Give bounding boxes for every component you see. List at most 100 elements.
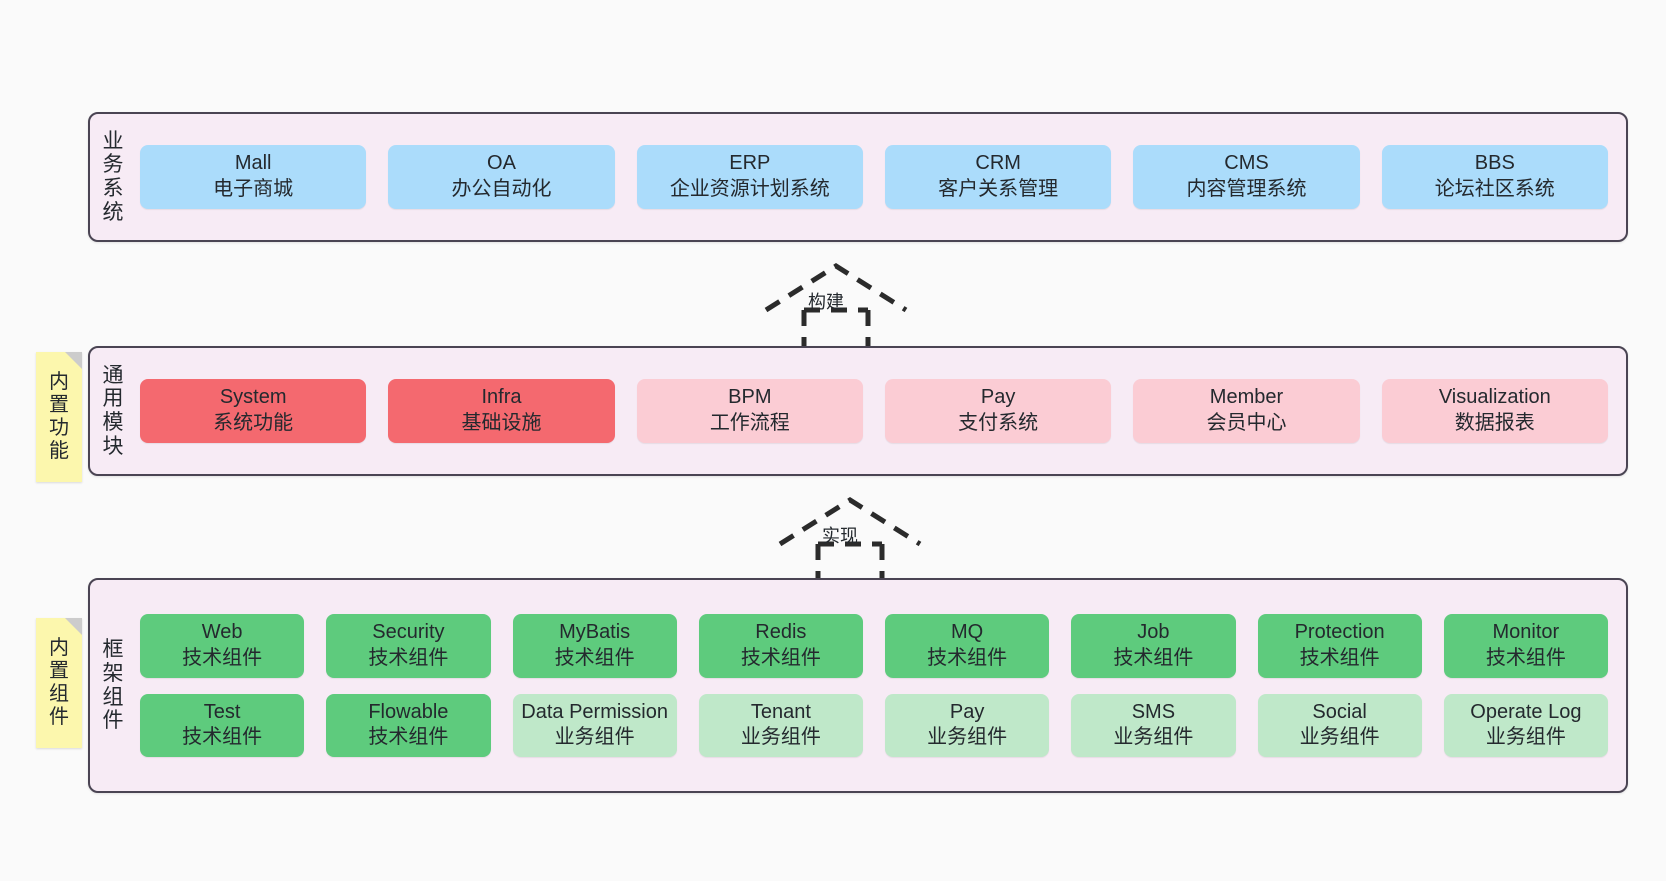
module-card-cms[interactable]: CMS 内容管理系统 xyxy=(1133,145,1360,209)
component-card-en: MyBatis xyxy=(559,621,631,644)
component-card-tenant[interactable]: Tenant 业务组件 xyxy=(698,693,863,757)
layer-title-char: 系 xyxy=(102,177,124,200)
component-card-en: Tenant xyxy=(750,700,811,723)
module-card-cn: 工作流程 xyxy=(709,412,790,434)
component-card-cn: 技术组件 xyxy=(1299,646,1380,669)
component-card-web[interactable]: Web 技术组件 xyxy=(140,614,305,678)
component-card-cn: 业务组件 xyxy=(1113,726,1194,749)
connector-implement: 实现 xyxy=(770,492,930,582)
module-card-en: CRM xyxy=(975,152,1021,175)
component-card-job[interactable]: Job 技术组件 xyxy=(1071,614,1236,678)
module-card-cn: 电子商城 xyxy=(213,178,294,200)
component-card-cn: 业务组件 xyxy=(554,726,635,749)
module-card-crm[interactable]: CRM 客户关系管理 xyxy=(884,145,1112,209)
layer-business-system: 业 务 系 统 Mall 电子商城 OA 办公自动化 ERP 企业资源计划系统 xyxy=(88,112,1628,242)
component-card-en: Data Permission xyxy=(521,700,668,723)
component-card-cn: 技术组件 xyxy=(368,646,449,669)
layer-title-framework-component: 框 架 组 件 xyxy=(90,580,136,791)
layer-title-char: 块 xyxy=(102,434,124,458)
component-card-cn: 技术组件 xyxy=(927,646,1008,669)
module-card-cn: 数据报表 xyxy=(1454,412,1535,434)
component-card-cn: 技术组件 xyxy=(368,726,449,749)
module-card-en: Visualization xyxy=(1438,386,1551,409)
note-char: 内 xyxy=(49,636,69,659)
component-card-test[interactable]: Test 技术组件 xyxy=(140,693,305,757)
component-card-mq[interactable]: MQ 技术组件 xyxy=(885,614,1050,678)
module-card-erp[interactable]: ERP 企业资源计划系统 xyxy=(636,145,863,209)
module-row: System 系统功能 Infra 基础设施 BPM 工作流程 Pay 支付系统… xyxy=(140,379,1608,443)
component-card-cn: 技术组件 xyxy=(1113,646,1194,669)
connector-build: 构建 xyxy=(756,258,916,348)
module-card-cn: 系统功能 xyxy=(213,412,294,434)
module-card-en: BPM xyxy=(728,386,772,409)
component-card-cn: 技术组件 xyxy=(554,646,635,669)
module-card-cn: 基础设施 xyxy=(461,412,542,434)
realization-arrow-icon xyxy=(778,497,922,582)
module-card-member[interactable]: Member 会员中心 xyxy=(1133,379,1360,443)
component-card-mybatis[interactable]: MyBatis 技术组件 xyxy=(512,614,677,678)
module-card-en: OA xyxy=(487,152,516,175)
layer-title-business-system: 业 务 系 统 xyxy=(90,114,136,240)
component-card-en: Pay xyxy=(949,700,985,723)
module-card-system[interactable]: System 系统功能 xyxy=(140,379,367,443)
generalization-arrow-icon xyxy=(764,263,908,348)
layer-title-common-module: 通 用 模 块 xyxy=(90,348,136,474)
layer-title-char: 务 xyxy=(102,153,124,177)
note-fold-corner-icon xyxy=(65,618,82,635)
sticky-note-builtin-function: 内 置 功 能 xyxy=(36,352,82,482)
component-card-social[interactable]: Social 业务组件 xyxy=(1257,693,1422,757)
connector-label-build: 构建 xyxy=(808,292,844,312)
sticky-note-builtin-component: 内 置 组 件 xyxy=(36,618,82,748)
layer-common-module: 通 用 模 块 System 系统功能 Infra 基础设施 BPM 工作流程 xyxy=(88,346,1628,476)
component-card-sms[interactable]: SMS 业务组件 xyxy=(1071,693,1236,757)
component-card-en: SMS xyxy=(1131,700,1176,723)
layer-title-char: 用 xyxy=(102,387,124,411)
component-card-data-permission[interactable]: Data Permission 业务组件 xyxy=(512,693,677,757)
component-card-pay[interactable]: Pay 业务组件 xyxy=(885,693,1050,757)
note-char: 组 xyxy=(49,683,69,705)
component-card-cn: 技术组件 xyxy=(182,646,263,669)
module-card-bbs[interactable]: BBS 论坛社区系统 xyxy=(1381,145,1608,209)
module-card-en: System xyxy=(219,386,287,409)
module-card-cn: 内容管理系统 xyxy=(1186,178,1307,200)
component-card-operate-log[interactable]: Operate Log 业务组件 xyxy=(1443,693,1608,757)
layer-title-char: 统 xyxy=(102,200,124,224)
module-card-visualization[interactable]: Visualization 数据报表 xyxy=(1381,379,1608,443)
component-card-en: Web xyxy=(201,621,243,644)
component-card-cn: 业务组件 xyxy=(740,726,821,749)
module-card-en: Infra xyxy=(481,386,522,409)
component-card-security[interactable]: Security 技术组件 xyxy=(326,614,491,678)
component-card-en: Flowable xyxy=(368,700,449,723)
component-card-cn: 技术组件 xyxy=(740,646,821,669)
module-card-cn: 客户关系管理 xyxy=(938,178,1059,200)
component-card-en: Test xyxy=(203,700,241,723)
layer-body-common-module: System 系统功能 Infra 基础设施 BPM 工作流程 Pay 支付系统… xyxy=(136,348,1626,474)
layer-title-char: 通 xyxy=(102,363,124,387)
module-card-en: ERP xyxy=(729,152,771,175)
component-card-cn: 业务组件 xyxy=(927,726,1008,749)
module-card-en: Member xyxy=(1209,386,1284,409)
note-char: 件 xyxy=(49,706,69,729)
component-card-en: Social xyxy=(1312,700,1367,723)
module-card-cn: 办公自动化 xyxy=(451,178,552,200)
layer-title-char: 架 xyxy=(102,661,124,685)
component-card-cn: 技术组件 xyxy=(182,726,263,749)
component-card-cn: 业务组件 xyxy=(1485,726,1566,749)
component-card-monitor[interactable]: Monitor 技术组件 xyxy=(1443,614,1608,678)
module-card-en: BBS xyxy=(1474,152,1515,175)
note-char: 置 xyxy=(49,393,69,416)
module-card-cn: 论坛社区系统 xyxy=(1434,178,1555,200)
component-card-flowable[interactable]: Flowable 技术组件 xyxy=(326,693,491,757)
layer-title-char: 业 xyxy=(102,129,124,153)
component-card-protection[interactable]: Protection 技术组件 xyxy=(1257,614,1422,678)
module-card-infra[interactable]: Infra 基础设施 xyxy=(388,379,615,443)
module-card-pay[interactable]: Pay 支付系统 xyxy=(884,379,1112,443)
module-card-oa[interactable]: OA 办公自动化 xyxy=(388,145,615,209)
module-card-mall[interactable]: Mall 电子商城 xyxy=(140,145,367,209)
component-card-redis[interactable]: Redis 技术组件 xyxy=(698,614,863,678)
component-card-cn: 技术组件 xyxy=(1485,646,1566,669)
note-char: 功 xyxy=(49,417,69,439)
module-card-bpm[interactable]: BPM 工作流程 xyxy=(636,379,863,443)
connector-label-implement: 实现 xyxy=(822,526,858,546)
